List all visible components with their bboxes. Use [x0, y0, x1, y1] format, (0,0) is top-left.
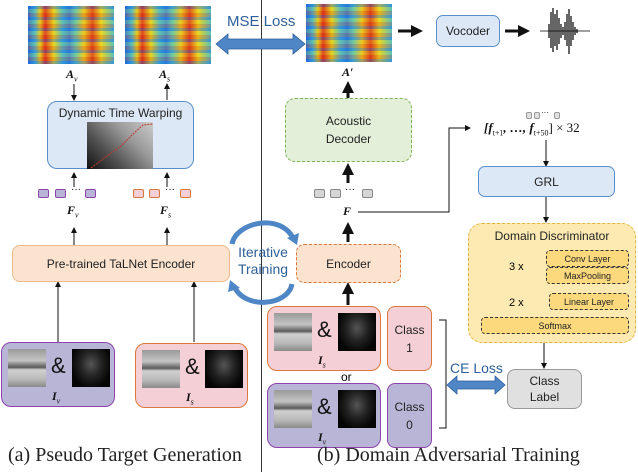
- linear-repeat-label: 2 x: [509, 297, 524, 309]
- class-label-box: Class Label: [507, 369, 582, 409]
- lip-image: [274, 313, 312, 351]
- class0-label-line1: Class: [394, 399, 425, 414]
- input-box-iv-b: & Iv: [267, 383, 381, 448]
- ampersand: &: [51, 353, 66, 378]
- feature-token-s3: [180, 189, 191, 198]
- label-is: Is: [186, 390, 194, 407]
- mse-loss-label: MSE Loss: [227, 13, 296, 30]
- class-label-line1: Class: [529, 374, 560, 388]
- dots-f: ···: [345, 184, 355, 195]
- feature-token-3: [362, 189, 373, 198]
- conv-repeat-label: 3 x: [509, 261, 524, 273]
- class1-box: Class 1: [387, 306, 432, 371]
- iterative-arc-top-head: [287, 233, 299, 245]
- grl-label: GRL: [534, 174, 559, 189]
- input-box-is-b: & Is: [267, 306, 381, 371]
- lip-image: [274, 390, 312, 428]
- segment-dots: ···: [541, 108, 549, 117]
- feature-token-1: [314, 189, 325, 198]
- lip-image: [142, 350, 180, 388]
- segment-token-1: [526, 112, 532, 119]
- softmax-layer-box: Softmax: [481, 317, 629, 334]
- mse-double-arrow: [215, 33, 306, 55]
- dtw-label: Dynamic Time Warping: [58, 106, 183, 120]
- iterative-label-line2: Training: [237, 261, 289, 277]
- ultrasound-image: [205, 350, 243, 388]
- segment-token-3: [554, 112, 560, 119]
- iterative-training-label: Iterative Training: [232, 244, 294, 278]
- label-iv-b: Iv: [318, 430, 327, 447]
- label-fs: Fs: [160, 203, 172, 220]
- ampersand: &: [317, 394, 332, 419]
- ampersand: &: [317, 317, 332, 342]
- class-label-line2: Label: [529, 390, 560, 404]
- ce-loss-label: CE Loss: [450, 360, 503, 376]
- label-av: Av: [66, 67, 78, 84]
- talnet-encoder-box: Pre-trained TaLNet Encoder: [12, 245, 230, 282]
- spectrogram-av: [28, 6, 114, 64]
- conv-layer-label: Conv Layer: [564, 253, 611, 264]
- ultrasound-image: [338, 313, 376, 351]
- label-a-prime: A′: [342, 65, 354, 79]
- ce-double-arrow: [446, 375, 506, 395]
- input-box-iv: & Iv: [1, 342, 115, 407]
- ampersand: &: [185, 354, 200, 379]
- linear-layer-box: Linear Layer: [549, 293, 629, 310]
- lip-image: [8, 349, 46, 387]
- panel-divider: [261, 0, 262, 472]
- feature-token-s2: [149, 189, 160, 198]
- iterative-label-line1: Iterative: [238, 244, 288, 260]
- iterative-arc-bottom-head: [228, 280, 240, 292]
- ultrasound-image: [72, 349, 110, 387]
- label-is-b: Is: [318, 353, 326, 370]
- input-box-is: & Is: [135, 343, 248, 408]
- class0-label-line2: 0: [406, 417, 413, 432]
- linear-layer-label: Linear Layer: [563, 296, 615, 307]
- discriminator-title: Domain Discriminator: [494, 229, 610, 243]
- feature-token-v3: [85, 189, 96, 198]
- iterative-arc-top: [229, 220, 297, 245]
- grl-box: GRL: [478, 166, 615, 197]
- caption-b: (b) Domain Adversarial Training: [317, 444, 580, 466]
- class0-box: Class 0: [387, 383, 432, 448]
- domain-discriminator-box: Domain Discriminator 3 x Conv Layer MaxP…: [468, 223, 636, 343]
- iterative-arc-bottom: [231, 283, 295, 305]
- acoustic-decoder-box: Acoustic Decoder: [285, 98, 412, 162]
- feature-token-s1: [133, 189, 144, 198]
- label-as: As: [159, 67, 171, 84]
- label-iv: Iv: [52, 389, 61, 406]
- dots-s: ···: [165, 184, 175, 195]
- feature-token-v1: [38, 189, 49, 198]
- vocoder-box: Vocoder: [436, 15, 500, 47]
- ultrasound-image: [338, 390, 376, 428]
- spectrogram-a-prime: [306, 4, 392, 62]
- maxpool-layer-box: MaxPooling: [546, 267, 629, 284]
- softmax-layer-label: Softmax: [538, 320, 572, 331]
- class1-label-line1: Class: [394, 322, 425, 337]
- or-label: or: [341, 370, 352, 384]
- dtw-plot: [87, 122, 153, 169]
- dots-v: ···: [71, 184, 81, 195]
- talnet-encoder-label: Pre-trained TaLNet Encoder: [46, 256, 196, 271]
- class1-label-line2: 1: [406, 340, 413, 355]
- feature-token-2: [330, 189, 341, 198]
- label-fv: Fv: [67, 203, 79, 220]
- caption-a: (a) Pseudo Target Generation: [8, 444, 242, 466]
- decoder-label-line2: Decoder: [325, 132, 372, 146]
- encoder-box: Encoder: [296, 244, 401, 283]
- conv-layer-box: Conv Layer: [546, 250, 629, 267]
- class-bracket: [439, 319, 447, 429]
- segment-token-2: [534, 112, 540, 119]
- maxpool-layer-label: MaxPooling: [563, 270, 612, 281]
- vocoder-label: Vocoder: [445, 24, 491, 38]
- label-f: F: [343, 204, 352, 218]
- arrow-f-to-segments: [358, 125, 471, 213]
- decoder-label-line1: Acoustic: [325, 114, 372, 128]
- feature-token-v2: [55, 189, 66, 198]
- encoder-label: Encoder: [326, 256, 371, 271]
- waveform-icon: [540, 8, 590, 54]
- segment-label: [ft+1, …, ft+50] × 32: [484, 120, 580, 138]
- spectrogram-as: [125, 6, 211, 64]
